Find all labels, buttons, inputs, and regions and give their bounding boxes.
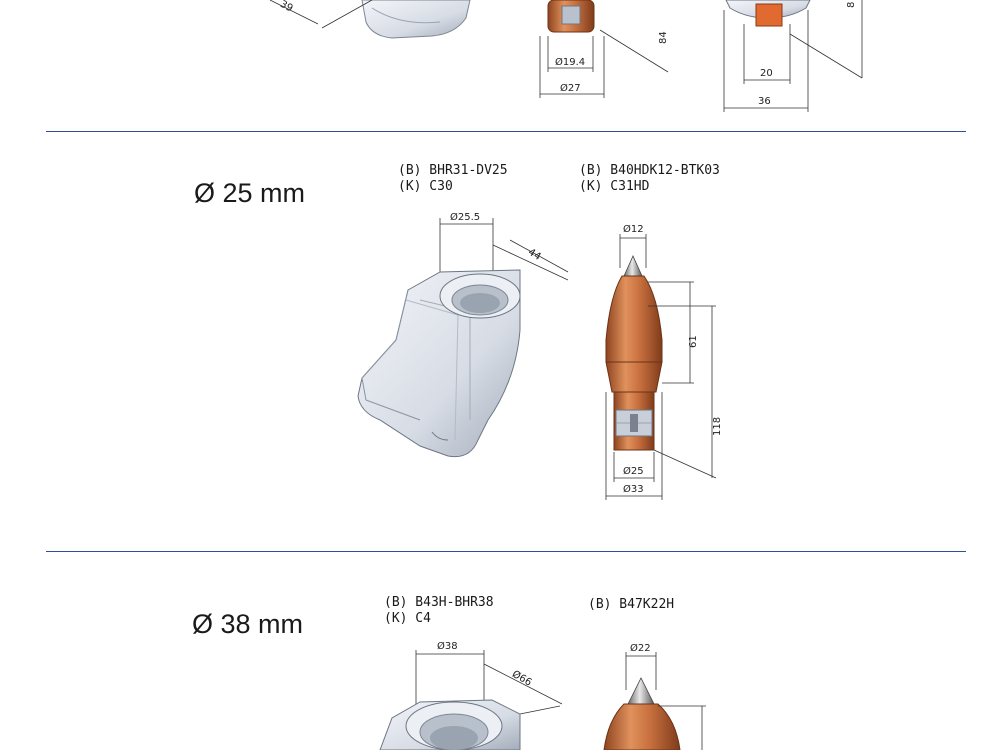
section-divider-1: [46, 131, 966, 132]
holder-25-kennametal-code: (K) C30: [398, 179, 453, 194]
top-dim-g: 8: [846, 2, 857, 8]
top-dim-f: 36: [758, 96, 771, 107]
section-divider-2: [46, 551, 966, 552]
pick-38-drawing: Ø22: [603, 642, 706, 750]
pick-38-brand-code: (B) B47K22H: [588, 597, 675, 612]
pick-25-drawing: Ø12 61 118 Ø25 Ø33: [605, 223, 723, 500]
holder-25-codes: (B) BHR31-DV25 (K) C30: [398, 163, 508, 195]
pick-25-brand-code: (B) B40HDK12-BTK03: [579, 163, 720, 178]
holder-38-dim-length: Ø66: [510, 668, 534, 689]
pick-38-dim-tip: Ø22: [630, 642, 651, 654]
holder-38-codes: (B) B43H-BHR38 (K) C4: [384, 595, 494, 627]
holder-25-brand-code: (B) BHR31-DV25: [398, 163, 508, 178]
size-label-38mm: Ø 38 mm: [192, 609, 304, 639]
pick-38-codes: (B) B47K22H: [588, 597, 674, 613]
holder-25-dim-length: 44: [526, 247, 543, 263]
top-pick-drawing: Ø19.4 Ø27 84: [539, 0, 669, 98]
pick-25-dim-shank: Ø25: [623, 465, 644, 477]
holder-38-brand-code: (B) B43H-BHR38: [384, 595, 494, 610]
holder-38-drawing: Ø38 Ø66: [379, 640, 563, 750]
top-dim-b: Ø19.4: [555, 56, 585, 68]
size-label-25mm: Ø 25 mm: [194, 178, 306, 208]
pick-25-dim-tip: Ø12: [623, 223, 644, 235]
holder-38-dim-bore: Ø38: [437, 640, 458, 652]
top-dim-c: Ø27: [560, 82, 581, 94]
top-dim-a: 39: [278, 0, 294, 15]
holder-25-drawing: Ø25.5 44: [357, 211, 569, 458]
top-holder-drawing: 39: [269, 0, 471, 39]
holder-25-dim-bore: Ø25.5: [450, 211, 480, 223]
top-dim-d: 84: [658, 31, 669, 44]
holder-38-kennametal-code: (K) C4: [384, 611, 431, 626]
pick-25-dim-head: 61: [688, 335, 699, 348]
top-dim-e: 20: [760, 68, 773, 79]
pick-25-codes: (B) B40HDK12-BTK03 (K) C31HD: [579, 163, 720, 195]
pick-25-dim-collar: Ø33: [623, 483, 644, 495]
top-adapter-drawing: 20 36 8: [723, 0, 863, 112]
pick-25-kennametal-code: (K) C31HD: [579, 179, 650, 194]
pick-25-dim-total: 118: [712, 417, 723, 436]
